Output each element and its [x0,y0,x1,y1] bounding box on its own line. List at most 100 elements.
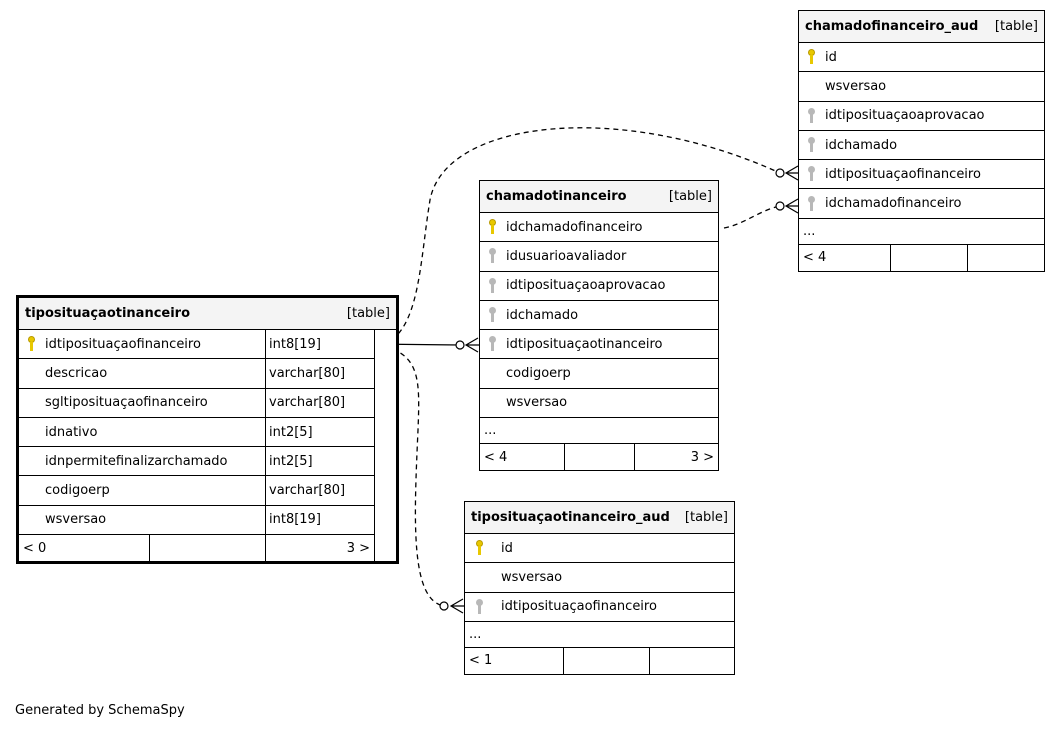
edge-tipo-to-chamado-aud-optional-marker [775,168,785,178]
table-tipo-aud[interactable]: tiposituaçaotinanceiro_aud [table] id ws… [464,501,735,675]
column-name-cell: idtiposituaçaofinanceiro [465,593,734,621]
edge-tipo-to-tipo-aud-crowfoot [449,598,465,614]
table-chamado-aud[interactable]: chamadofinanceiro_aud [table] id wsversa… [798,10,1045,272]
table-footer: < 4 [799,244,1044,271]
edge-tipo-to-chamado-crowfoot [464,337,480,353]
table-name: chamadotinanceiro [486,189,627,204]
foreign-key-icon [486,277,500,294]
column-row[interactable]: sgltiposituaçaofinanceiro varchar[80] [19,388,375,418]
column-name: idtiposituaçaoaprovacao [825,108,985,124]
table-name: tiposituaçaotinanceiro_aud [471,510,670,525]
table-header: chamadofinanceiro_aud [table] [799,11,1044,43]
foreign-key-icon [486,336,500,352]
table-header: chamadotinanceiro [table] [480,181,718,213]
child-count[interactable] [649,647,734,674]
more-columns[interactable]: ... [480,418,718,445]
table-kind: [table] [684,510,728,525]
column-name-cell: idusuarioavaliador [480,242,718,270]
column-name-cell: idtiposituaçaoaprovacao [480,272,718,300]
foreign-key-icon [805,166,819,182]
edge-tipo-to-tipo-aud [383,345,445,607]
generated-by-credit: Generated by SchemaSpy [15,703,185,718]
column-name: idchamadofinanceiro [506,219,643,235]
primary-key-icon [25,336,39,352]
column-name-cell: idtiposituaçaoaprovacao [799,102,1044,130]
column-row[interactable]: id [799,43,1044,73]
column-row[interactable]: wsversao [799,72,1044,102]
edge-chamado-to-chamado-aud-optional-marker [775,201,785,211]
column-row[interactable]: idchamadofinanceiro [480,213,718,243]
column-name: wsversao [506,395,568,411]
column-row[interactable]: idnativo int2[5] [19,417,375,448]
column-name: idtiposituaçaofinanceiro [45,336,201,352]
column-name: wsversao [501,569,563,585]
column-row[interactable]: idchamado [480,301,718,331]
column-name-cell: idtiposituaçaofinanceiro [19,330,265,358]
column-name-cell: id [799,43,1044,71]
table-footer: < 0 3 > [19,535,375,562]
column-row[interactable]: idtiposituaçaoaprovacao [480,272,718,301]
column-name: idnativo [45,424,98,440]
column-row[interactable]: codigoerp [480,359,718,389]
column-row[interactable]: wsversao int8[19] [19,505,375,536]
column-name: descricao [45,365,108,381]
column-name-cell: idtiposituaçaotinanceiro [480,330,718,358]
table-header: tiposituaçaotinanceiro_aud [table] [465,502,734,534]
parent-count[interactable]: < 4 [484,449,508,465]
column-name: id [825,49,837,65]
column-row[interactable]: idnpermitefinalizarchamado int2[5] [19,447,375,477]
column-name: idtiposituaçaofinanceiro [501,599,657,615]
parent-count[interactable]: < 1 [469,653,493,669]
column-name-cell: descricao [19,359,265,387]
column-name-cell: idnativo [19,418,265,446]
child-count[interactable]: 3 > [634,444,718,471]
table-footer: < 1 [465,647,734,674]
more-columns[interactable]: ... [465,622,734,648]
footer-spacer [890,244,967,271]
column-name-cell: id [465,534,734,562]
column-name-cell: wsversao [465,563,734,591]
column-row[interactable]: idchamado [799,131,1044,161]
column-name: idchamadofinanceiro [825,196,962,212]
column-name: idchamado [825,137,898,153]
column-name: idtiposituaçaotinanceiro [506,336,663,352]
column-row[interactable]: idusuarioavaliador [480,242,718,272]
column-name-cell: codigoerp [480,359,718,387]
column-row[interactable]: idtiposituaçaofinanceiro [465,593,734,622]
table-kind: [table] [346,306,390,321]
child-count[interactable]: 3 > [265,535,374,562]
foreign-key-icon [805,107,819,124]
column-name: idtiposituaçaofinanceiro [825,166,981,182]
column-type: varchar[80] [265,359,375,388]
edge-chamado-to-chamado-aud-crowfoot [784,198,800,214]
child-count[interactable] [967,244,1044,271]
column-name: wsversao [825,78,887,94]
column-row[interactable]: idchamadofinanceiro [799,189,1044,219]
primary-key-icon [473,540,487,556]
parent-count[interactable]: < 0 [23,540,47,556]
edge-tipo-to-chamado-aud [383,127,781,345]
column-name: idtiposituaçaoaprovacao [506,278,666,294]
column-row[interactable]: id [465,534,734,564]
parent-count[interactable]: < 4 [803,250,827,266]
column-row[interactable]: idtiposituaçaotinanceiro [480,330,718,360]
more-columns[interactable]: ... [799,219,1044,245]
column-type: int8[19] [265,330,375,359]
table-tipo[interactable]: tiposituaçaotinanceiro [table] idtiposit… [16,295,399,565]
column-name-cell: wsversao [799,72,1044,100]
table-chamado[interactable]: chamadotinanceiro [table] idchamadofinan… [479,180,719,472]
foreign-key-icon [805,195,819,212]
column-row[interactable]: idtiposituaçaofinanceiro [799,160,1044,190]
footer-spacer [564,444,634,471]
column-row[interactable]: idtiposituaçaoaprovacao [799,102,1044,131]
column-name-cell: idchamadofinanceiro [480,213,718,241]
edge-chamado-to-chamado-aud [723,205,781,229]
column-row[interactable]: idtiposituaçaofinanceiro int8[19] [19,330,375,360]
column-row[interactable]: descricao varchar[80] [19,359,375,389]
column-row[interactable]: wsversao [480,389,718,419]
foreign-key-icon [486,307,500,323]
column-row[interactable]: codigoerp varchar[80] [19,476,375,506]
column-name: idnpermitefinalizarchamado [45,453,228,469]
table-footer: < 4 3 > [480,444,718,471]
column-row[interactable]: wsversao [465,563,734,593]
